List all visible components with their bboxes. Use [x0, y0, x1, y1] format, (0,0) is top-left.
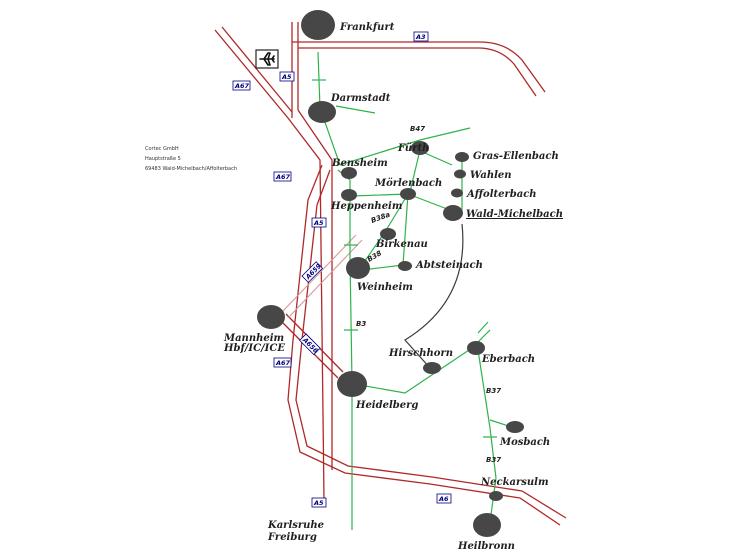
svg-text:A67: A67	[275, 173, 291, 181]
label-heilbronn: Heilbronn	[457, 541, 515, 552]
label-b37-north: B37	[486, 387, 501, 395]
badge-a67-north: A67	[232, 80, 251, 91]
affolterbach-dot[interactable]	[451, 188, 463, 198]
label-birkenau: Birkenau	[375, 239, 428, 250]
badge-a656: A656	[299, 333, 321, 355]
rail-line	[404, 223, 464, 369]
svg-text:A5: A5	[313, 219, 324, 227]
badge-a67-mid: A67	[273, 171, 292, 182]
wahlen-dot[interactable]	[454, 169, 466, 179]
label-freiburg: Freiburg	[267, 532, 317, 543]
label-b38: B38	[366, 249, 383, 264]
address-company: Cortec GmbH	[145, 146, 179, 152]
label-darmstadt: Darmstadt	[330, 93, 391, 104]
svg-text:A67: A67	[275, 359, 291, 367]
label-abtsteinach: Abtsteinach	[415, 260, 483, 271]
darmstadt-dot[interactable]	[308, 101, 336, 123]
abtsteinach-dot[interactable]	[398, 261, 412, 271]
label-eberbach: Eberbach	[481, 354, 535, 365]
label-frankfurt: Frankfurt	[339, 22, 395, 33]
svg-text:A6: A6	[438, 495, 449, 503]
heidelberg-dot[interactable]	[337, 371, 367, 397]
city-dots	[257, 10, 524, 537]
autobahn-network	[214, 22, 567, 526]
address-street: Hauptstraße 5	[145, 156, 181, 162]
label-karlsruhe: Karlsruhe	[267, 520, 324, 531]
label-heidelberg: Heidelberg	[355, 400, 418, 411]
road-ticks	[312, 79, 497, 438]
svg-text:A3: A3	[415, 33, 426, 41]
moerlenbach-dot[interactable]	[400, 188, 416, 200]
hirschhorn-dot[interactable]	[423, 362, 441, 374]
address-city: 69483 Wald-Michelbach/Affolterbach	[145, 166, 237, 172]
mosbach-dot[interactable]	[506, 421, 524, 433]
weinheim-dot[interactable]	[346, 257, 370, 279]
wald-michelbach-dot[interactable]	[443, 205, 463, 221]
label-b47: B47	[410, 125, 425, 133]
badge-a5-mid: A5	[311, 217, 327, 228]
label-bensheim: Bensheim	[331, 158, 388, 169]
airplane-icon	[255, 49, 279, 69]
label-neckarsulm: Neckarsulm	[480, 477, 549, 488]
label-heppenheim: Heppenheim	[330, 201, 402, 212]
mannheim-dot[interactable]	[257, 305, 285, 329]
highway-badges: A3 A5 A67 A67 A5 A659 A656 A67	[232, 31, 452, 508]
eberbach-dot[interactable]	[467, 341, 485, 355]
label-wald-michelbach: Wald-Michelbach	[466, 209, 563, 220]
badge-a6: A6	[436, 493, 452, 504]
fuerth-dot[interactable]	[411, 141, 429, 155]
frankfurt-dot[interactable]	[301, 10, 335, 40]
badge-a67-south: A67	[273, 357, 292, 368]
badge-a3: A3	[413, 31, 429, 42]
label-affolterbach: Affolterbach	[466, 189, 537, 200]
label-fuerth: Fürth	[397, 143, 429, 154]
label-b3: B3	[356, 320, 366, 328]
svg-text:A656: A656	[300, 335, 320, 355]
neckarsulm-dot[interactable]	[489, 491, 503, 501]
label-moerlenbach: Mörlenbach	[374, 178, 442, 189]
label-mosbach: Mosbach	[499, 437, 550, 448]
gras-ellenbach-dot[interactable]	[455, 152, 469, 162]
label-gras-ellenbach: Gras-Ellenbach	[473, 151, 559, 162]
svg-text:A5: A5	[281, 73, 292, 81]
birkenau-dot[interactable]	[380, 228, 396, 240]
bensheim-dot[interactable]	[341, 167, 357, 179]
heilbronn-dot[interactable]	[473, 513, 501, 537]
badge-a5-south: A5	[311, 497, 327, 508]
label-b37-south: B37	[486, 456, 501, 464]
city-labels: Frankfurt Darmstadt Bensheim Heppenheim …	[223, 22, 563, 552]
label-hirschhorn: Hirschhorn	[388, 348, 453, 359]
svg-text:A67: A67	[234, 82, 250, 90]
heppenheim-dot[interactable]	[341, 189, 357, 201]
label-wahlen: Wahlen	[470, 170, 512, 181]
label-b38a: B38a	[370, 210, 392, 224]
badge-a5-north: A5	[279, 71, 295, 82]
company-address: Cortec GmbH Hauptstraße 5 69483 Wald-Mic…	[145, 146, 237, 172]
label-mannheim-sub: Hbf/IC/ICE	[223, 343, 285, 354]
svg-text:A5: A5	[313, 499, 324, 507]
label-weinheim: Weinheim	[357, 282, 413, 293]
label-mannheim: Mannheim	[223, 333, 284, 344]
